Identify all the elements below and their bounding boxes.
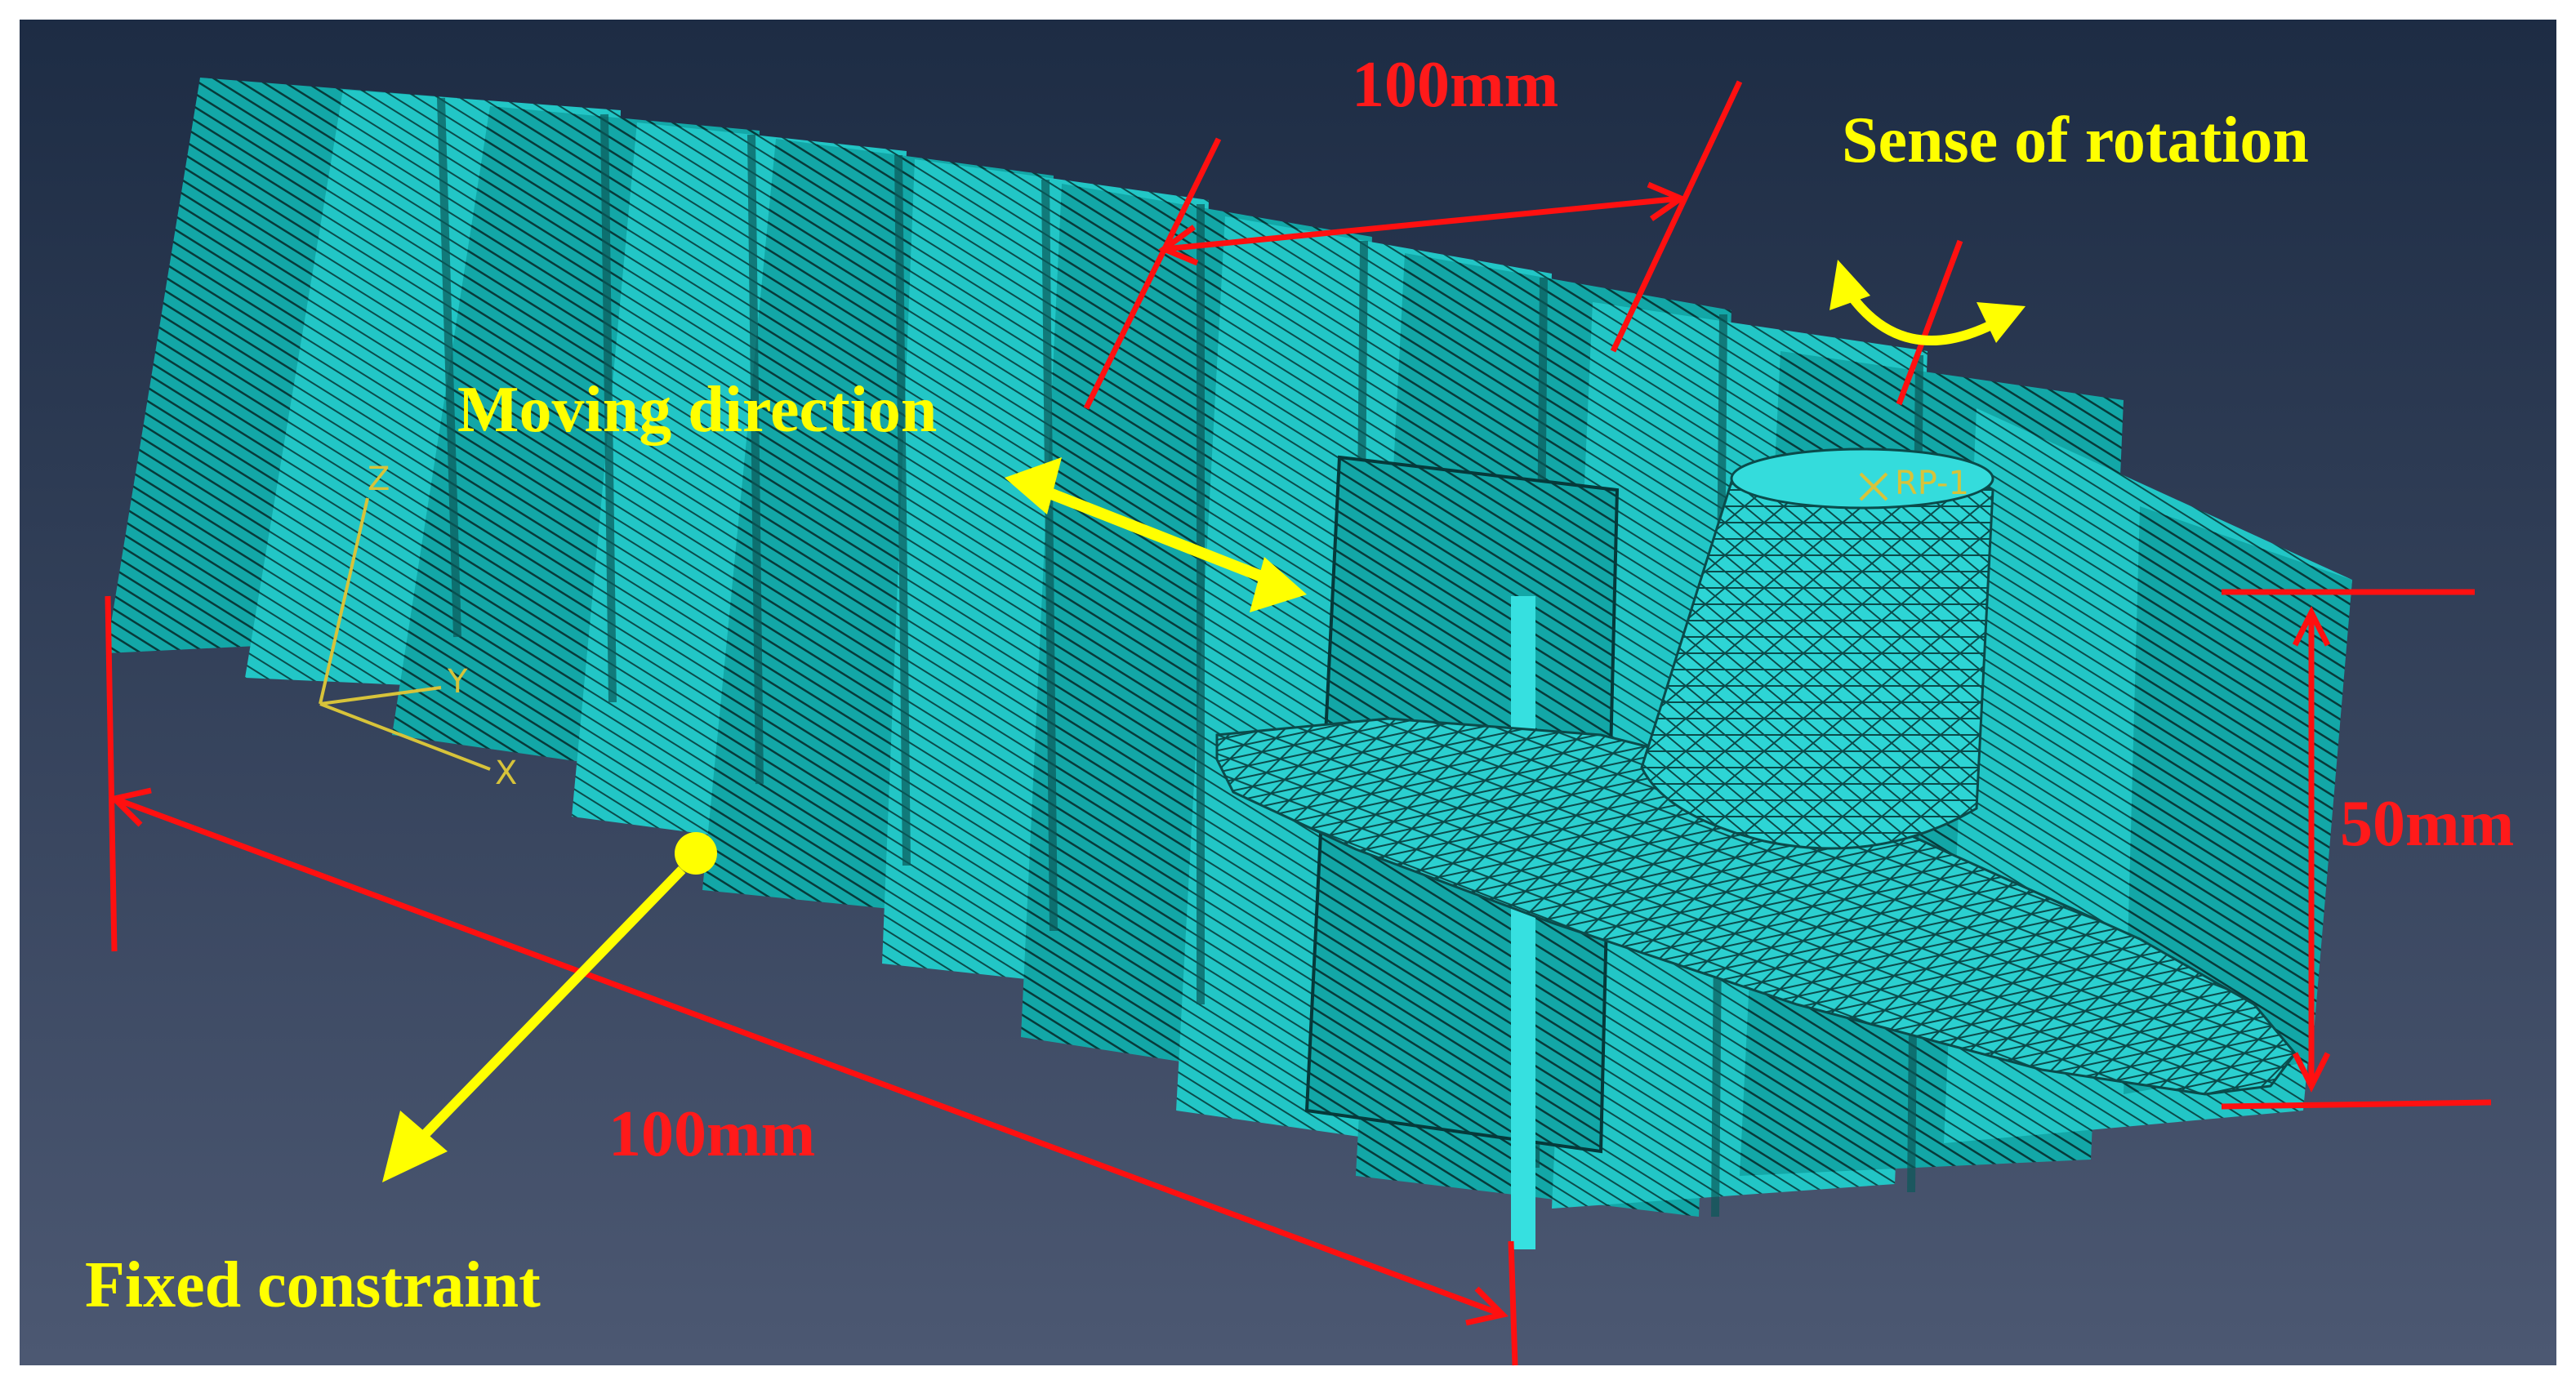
moving-direction-arrow (1005, 457, 1307, 612)
triad-z-axis (319, 497, 369, 705)
arrowhead (1647, 181, 1687, 221)
dimension-line (113, 795, 1504, 1318)
dimension-length-bottom (105, 595, 1518, 1366)
extension-line (1083, 137, 1222, 410)
constraint-point (675, 832, 717, 875)
rotation-arrowhead-left (1829, 260, 1870, 310)
axis-triad (319, 497, 491, 771)
extension-line (2221, 1099, 2492, 1110)
triad-y-axis (319, 686, 442, 706)
arrowhead (382, 1111, 448, 1182)
reference-point: RP-1 (1859, 465, 1969, 502)
arrowhead (2292, 606, 2331, 647)
rotation-arrowhead-right (1977, 302, 2026, 343)
fixed-constraint-indicator (382, 832, 717, 1182)
reference-point-label: RP-1 (1895, 465, 1969, 502)
triad-z-label: Z (368, 461, 390, 498)
rotation-arrow (1846, 291, 1994, 345)
dimension-height-right (2221, 589, 2492, 1110)
sense-of-rotation-label: Sense of rotation (1842, 105, 2309, 176)
moving-direction-label: Moving direction (457, 374, 937, 446)
dimension-label-width-top: 100mm (1352, 49, 1558, 121)
fixed-constraint-label: Fixed constraint (85, 1249, 541, 1321)
triad-x-label: X (495, 755, 517, 792)
arrowhead (109, 787, 152, 827)
extension-line (1508, 1240, 1518, 1366)
tool-cylinder-top (1730, 447, 1994, 510)
triad-x-axis (319, 702, 491, 771)
rotation-indicator (1829, 239, 2026, 406)
arrowhead (1157, 225, 1199, 266)
dimension-width-top (1083, 80, 1743, 410)
dimension-label-length-bottom: 100mm (608, 1098, 815, 1170)
arrowhead (2292, 1052, 2331, 1093)
mesh-slab (2124, 506, 2352, 1094)
dimension-line (1163, 195, 1682, 252)
rotation-axis (1896, 239, 1963, 406)
arrowhead (1465, 1286, 1509, 1326)
front-plate (1511, 596, 1535, 1249)
triad-y-label: Y (447, 663, 468, 701)
dimension-label-height-right: 50mm (2340, 788, 2514, 860)
arrowhead (1250, 557, 1307, 612)
arrowhead (1005, 457, 1062, 514)
tool-mesh (1215, 447, 2297, 1096)
extension-line (1610, 80, 1743, 353)
extension-line (105, 595, 118, 952)
